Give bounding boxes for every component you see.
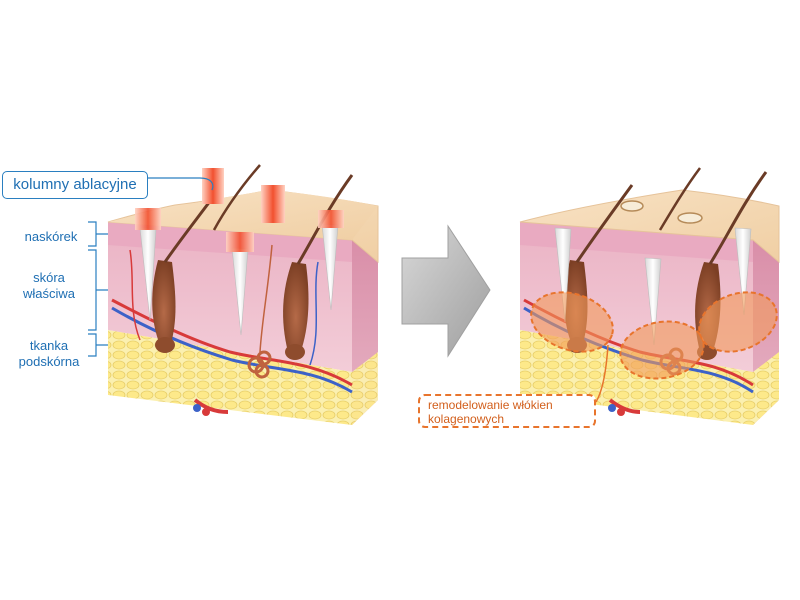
hair-bulb — [155, 337, 175, 353]
vessel-blue — [309, 261, 319, 366]
epidermis-band — [520, 222, 753, 262]
label-ablative-columns: kolumny ablacyjne — [2, 171, 148, 199]
progression-arrow — [401, 224, 491, 358]
vessel-red — [111, 298, 353, 387]
label-subcutis: tkanka podskórna — [10, 338, 88, 370]
vessel-blue — [111, 306, 353, 394]
skin-block-before — [107, 164, 379, 425]
callout-line — [148, 177, 214, 191]
ablation-column — [644, 257, 662, 346]
vessel-cross-section — [608, 404, 616, 412]
laser-beam — [261, 185, 285, 223]
layer-brackets — [88, 221, 108, 357]
hair-shaft — [212, 164, 261, 231]
collagen-remodeling-zone — [619, 320, 705, 380]
label-subcutis-line2: podskórna — [18, 354, 80, 369]
hair-shaft — [708, 171, 768, 265]
skin-block-after — [519, 167, 780, 425]
sweat-gland — [247, 244, 273, 379]
hair-follicle — [283, 262, 309, 354]
hair-follicle — [152, 260, 176, 347]
subcutis-front — [108, 330, 352, 425]
vessel-red — [193, 398, 229, 414]
callout-line-orange — [595, 344, 609, 403]
ablation-pore — [677, 212, 703, 224]
hair-shaft — [575, 184, 634, 263]
laser-beam — [135, 208, 161, 230]
label-subcutis-line1: tkanka — [29, 338, 69, 353]
hair-bulb — [285, 344, 305, 360]
hair-shaft — [658, 167, 702, 231]
block-top-face — [519, 189, 780, 264]
ablation-column — [734, 227, 752, 316]
vessel-cross-section — [193, 404, 201, 412]
laser-beam — [226, 232, 254, 252]
ablation-column — [554, 227, 572, 323]
subcutis-side — [753, 352, 779, 425]
ablation-pore — [620, 200, 644, 212]
subcutis-side — [352, 352, 378, 425]
vessel-red — [129, 249, 141, 341]
block-top-face-cap — [108, 190, 378, 240]
collagen-remodeling-zone — [698, 291, 778, 353]
label-epidermis: naskórek — [24, 229, 78, 244]
vessel-cross-section — [617, 408, 625, 416]
vessel-red — [608, 398, 641, 414]
vessel-cross-section — [202, 408, 210, 416]
collagen-remodeling-zone — [530, 291, 614, 353]
laser-beam — [318, 210, 344, 228]
